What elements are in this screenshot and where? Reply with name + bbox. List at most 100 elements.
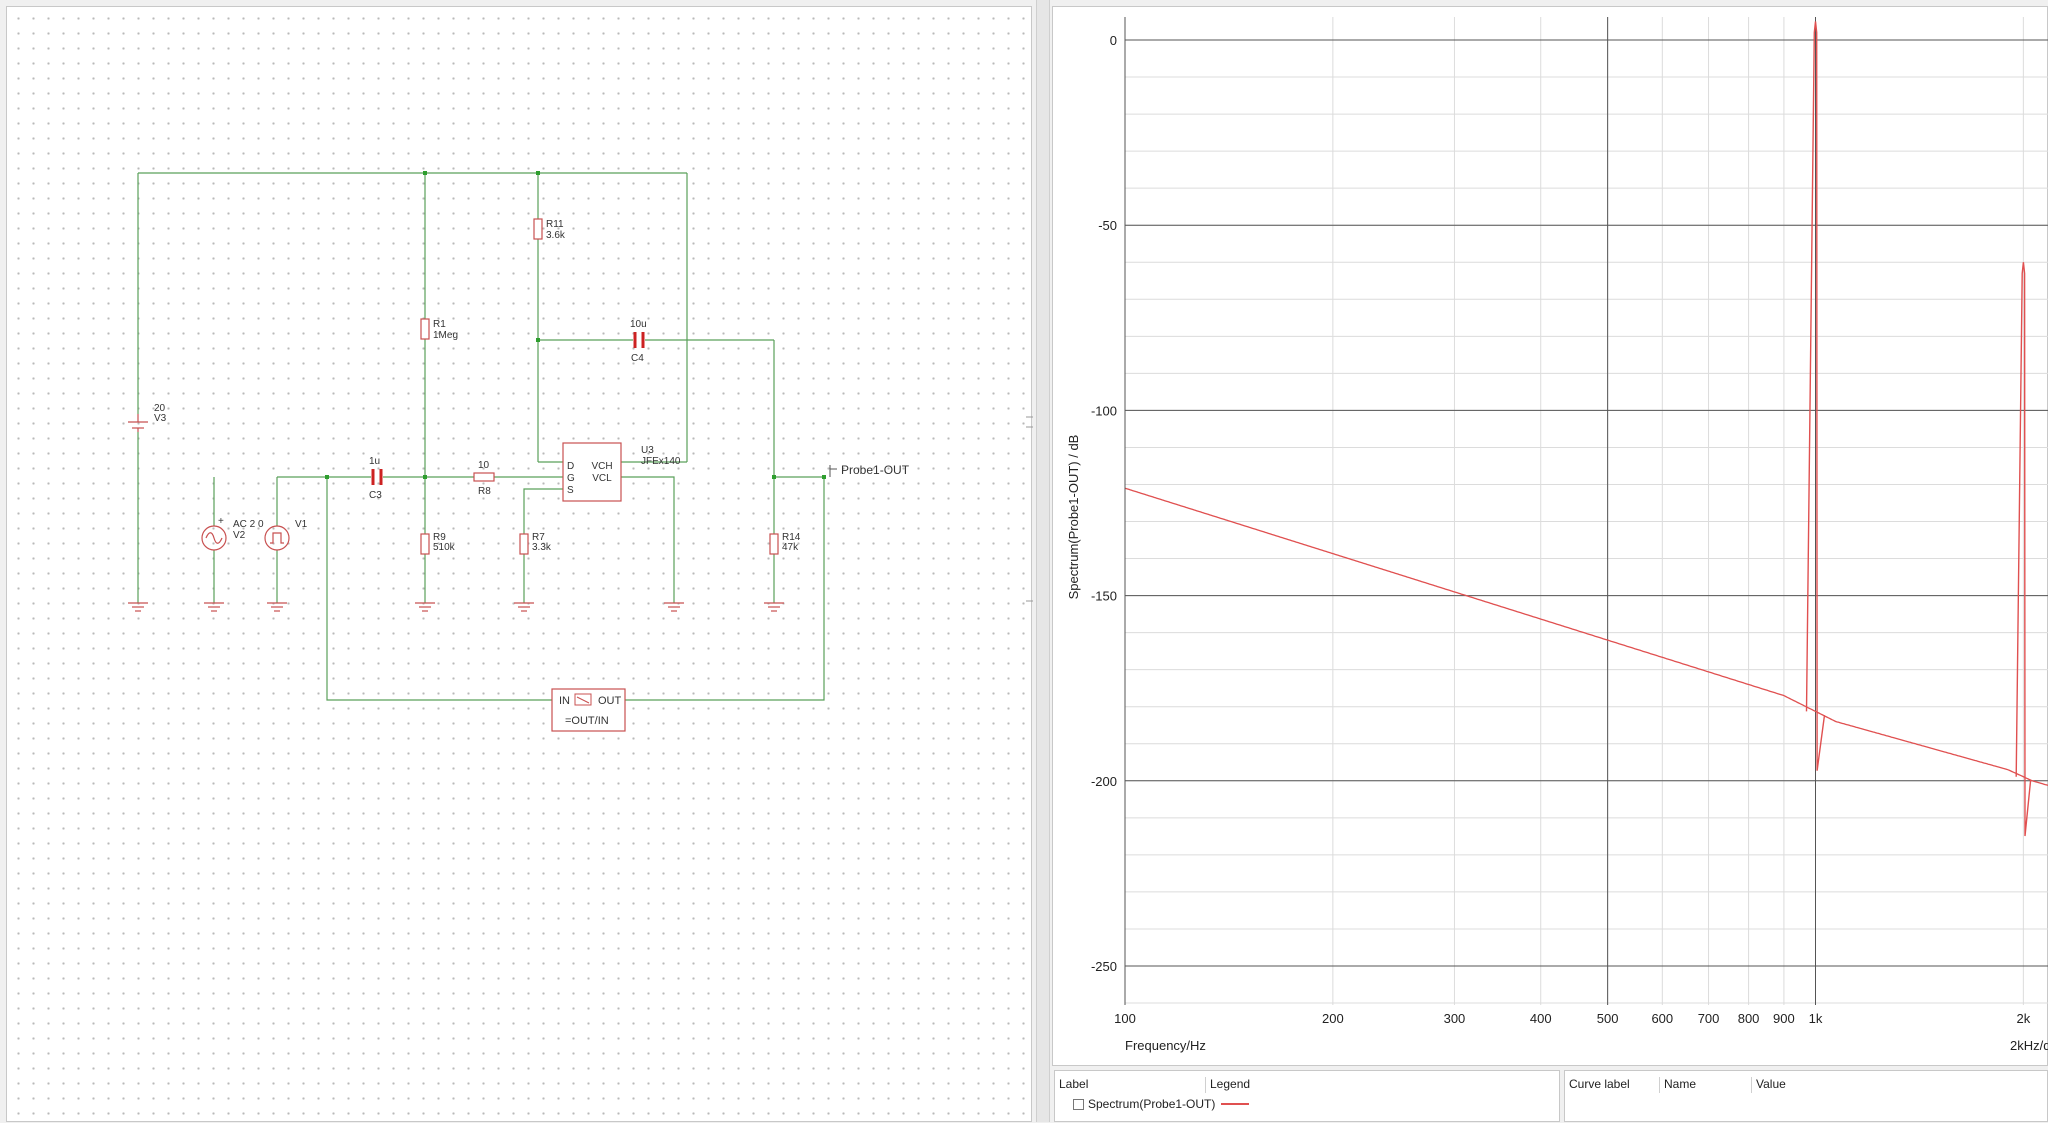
legend-row[interactable]: Spectrum(Probe1-OUT) — [1073, 1097, 1250, 1111]
u3-model: JFEx140 — [641, 456, 681, 467]
c3-value: 1u — [369, 456, 380, 467]
cursor-header-name[interactable]: Name — [1659, 1077, 1696, 1093]
r1-value: 1Meg — [433, 330, 458, 341]
y-tick-labels: 0-50-100-150-200-250 — [1091, 33, 1117, 974]
r11-value: 3.6k — [546, 230, 566, 241]
pulse-icon — [270, 532, 284, 544]
v2-name: V2 — [233, 530, 246, 541]
x-tick-label: 100 — [1114, 1011, 1136, 1026]
battery-v3[interactable] — [128, 414, 148, 432]
resistor-r1[interactable] — [420, 318, 430, 340]
wire-meter-in — [326, 477, 552, 701]
r7-value: 3.3k — [532, 542, 552, 553]
pulse-source-circle — [264, 525, 290, 551]
x-tick-label: 900 — [1773, 1011, 1795, 1026]
cursor-header-value[interactable]: Value — [1751, 1077, 1786, 1093]
meter-in-label: IN — [559, 695, 570, 707]
resistor-r11[interactable] — [533, 218, 543, 240]
r11-name: R11 — [546, 219, 564, 230]
wire-u3-vcl — [621, 476, 675, 603]
pane-splitter[interactable] — [1036, 0, 1050, 1122]
meter-block[interactable] — [551, 688, 626, 732]
x-tick-label: 800 — [1738, 1011, 1760, 1026]
v3-value: 20 — [154, 403, 166, 414]
wires — [137, 172, 825, 701]
y-tick-label: -150 — [1091, 589, 1117, 604]
spectrum-trace[interactable] — [1124, 21, 2048, 1006]
probe-label[interactable]: Probe1-OUT — [841, 463, 910, 477]
meter-symbol-slash — [576, 696, 590, 704]
u3-pin-d: D — [567, 461, 574, 472]
c4-name: C4 — [631, 353, 644, 364]
legend-row-label: Spectrum(Probe1-OUT) — [1088, 1097, 1216, 1111]
probe-flag-icon[interactable] — [829, 465, 837, 477]
junctions — [325, 171, 826, 479]
plot-view[interactable]: 1002003004005006007008009001k2k3k4k5k6k7… — [1052, 6, 2048, 1066]
cursor-header-curve-label[interactable]: Curve label — [1569, 1077, 1630, 1091]
meter-out-label: OUT — [598, 695, 622, 707]
resistor-r8[interactable] — [473, 472, 495, 482]
r8-name: R8 — [478, 486, 491, 497]
jfet-u3[interactable] — [562, 442, 622, 502]
v3-name: V3 — [154, 413, 167, 424]
capacitor-c4[interactable] — [633, 332, 645, 348]
capacitor-c3[interactable] — [371, 469, 383, 485]
r14-name: R14 — [782, 532, 801, 543]
ac-source-v2[interactable] — [201, 525, 227, 551]
x-tick-label: 600 — [1651, 1011, 1673, 1026]
legend-header-legend[interactable]: Legend — [1205, 1077, 1250, 1093]
harmonic-peak — [2015, 262, 2032, 837]
schematic-canvas[interactable]: 20 V3 + AC 2 0 V2 V1 R1 1Meg R11 3.6k 10… — [6, 6, 1033, 1123]
x-tick-labels: 1002003004005006007008009001k2k3k4k5k6k7… — [1114, 1011, 2031, 1026]
y-tick-label: -250 — [1091, 959, 1117, 974]
r7-name: R7 — [532, 532, 545, 543]
harmonic-peak — [1805, 21, 1826, 771]
wire-source — [523, 488, 563, 534]
pane-edge-markers — [1026, 416, 1033, 602]
v2-plus: + — [218, 516, 224, 527]
r9-name: R9 — [433, 532, 446, 543]
resistor-r9[interactable] — [420, 533, 430, 555]
x-tick-label: 300 — [1444, 1011, 1466, 1026]
schematic-drawing[interactable]: 20 V3 + AC 2 0 V2 V1 R1 1Meg R11 3.6k 10… — [7, 7, 1033, 1123]
wire-meter-out — [625, 477, 825, 701]
c4-value: 10u — [630, 319, 647, 330]
meter-symbol-icon — [574, 693, 592, 706]
junction — [325, 475, 329, 479]
legend-header-label[interactable]: Label — [1059, 1077, 1089, 1091]
y-tick-label: -50 — [1098, 218, 1117, 233]
meter-expression: =OUT/IN — [565, 715, 609, 727]
junction — [423, 475, 427, 479]
spectrum-chart[interactable]: 1002003004005006007008009001k2k3k4k5k6k7… — [1053, 7, 2048, 1067]
r8-value: 10 — [478, 460, 490, 471]
resistor-r14[interactable] — [769, 533, 779, 555]
u3-pin-vcl: VCL — [592, 473, 612, 484]
legend-checkbox[interactable] — [1073, 1098, 1084, 1110]
legend-line-swatch — [1221, 1103, 1250, 1105]
junction — [822, 475, 826, 479]
y-tick-label: -100 — [1091, 403, 1117, 418]
legend-panel: Label Legend Spectrum(Probe1-OUT) — [1054, 1070, 1560, 1122]
x-tick-label: 200 — [1322, 1011, 1344, 1026]
junction — [536, 338, 540, 342]
grid-minor — [1125, 17, 2048, 1005]
c3-name: C3 — [369, 490, 382, 501]
resistor-r7[interactable] — [519, 533, 529, 555]
u3-name: U3 — [641, 445, 654, 456]
r9-value: 510k — [433, 542, 456, 553]
x-axis-label: Frequency/Hz — [1125, 1038, 1206, 1053]
v2-value: AC 2 0 — [233, 519, 264, 530]
sine-icon — [205, 532, 223, 544]
grid-major — [1125, 17, 2048, 1005]
y-tick-label: -200 — [1091, 774, 1117, 789]
x-tick-label: 2k — [2016, 1011, 2030, 1026]
noise-floor-line — [1124, 487, 2048, 787]
pulse-source-v1[interactable] — [264, 525, 290, 551]
cursor-values-panel: Curve label Name Value — [1564, 1070, 2048, 1122]
r1-name: R1 — [433, 319, 446, 330]
u3-pin-g: G — [567, 473, 575, 484]
junction — [536, 171, 540, 175]
v1-name: V1 — [295, 519, 308, 530]
junction — [772, 475, 776, 479]
ac-source-circle — [201, 525, 227, 551]
